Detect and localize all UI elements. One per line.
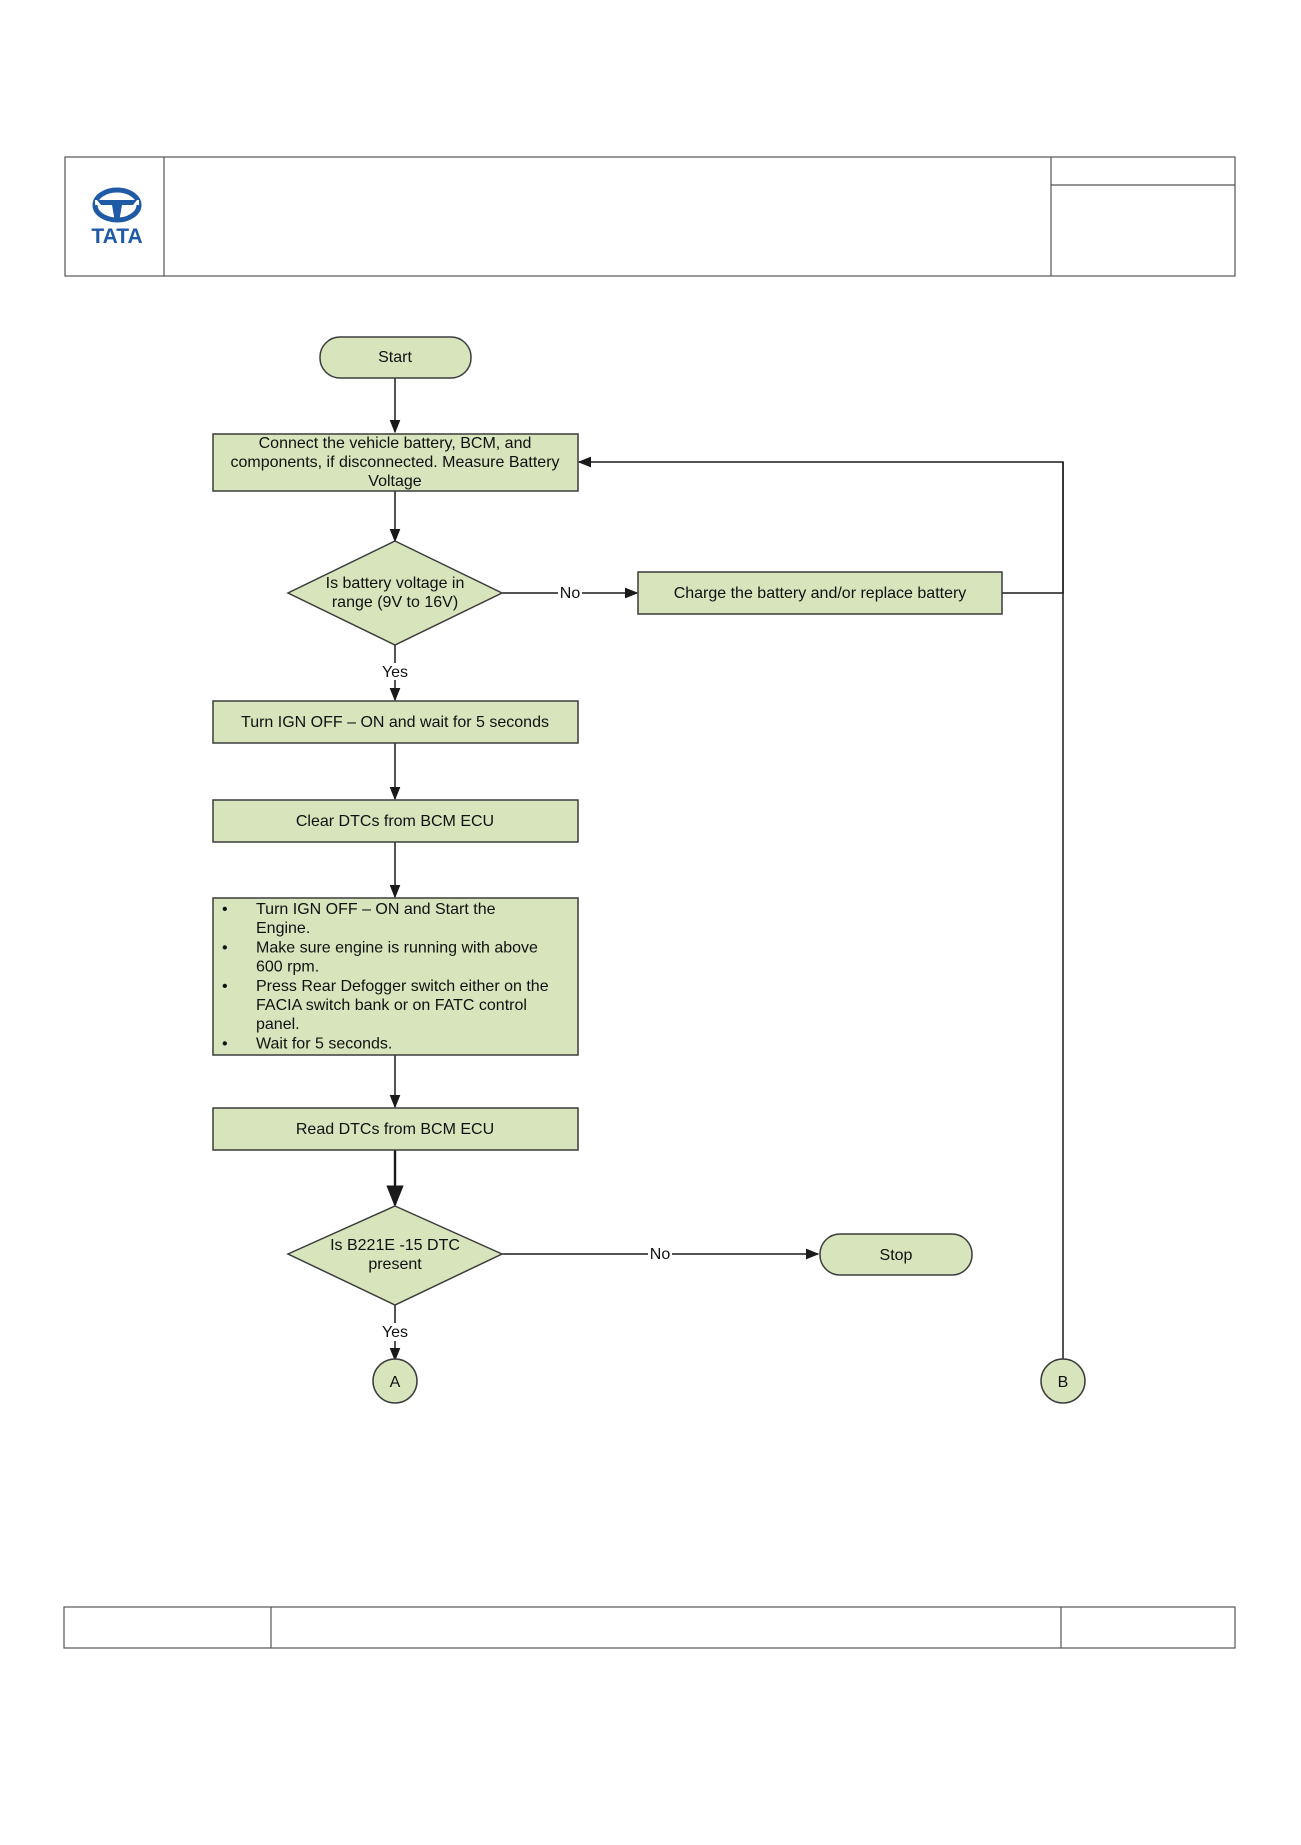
flow-lines: [386, 378, 1064, 1362]
bullet-marker: •: [222, 978, 228, 995]
ign-cycle-box: [212, 700, 579, 744]
connect-line-1: Connect the vehicle battery, BCM, and: [259, 435, 532, 452]
clear-dtc-box: [212, 799, 579, 843]
start-label: Start: [378, 349, 412, 366]
ign-cycle-label: Turn IGN OFF – ON and wait for 5 seconds: [241, 714, 549, 731]
start-terminator: [319, 336, 472, 379]
engine-step-line: Make sure engine is running with above: [256, 939, 538, 956]
voltage-no-label: No: [560, 585, 581, 602]
stop-terminator: [819, 1233, 973, 1276]
voltage-yes-label: Yes: [382, 664, 408, 681]
flow-shapes: [212, 336, 1086, 1404]
dtc-no-label: No: [650, 1246, 671, 1263]
connector-a-circle: [372, 1358, 418, 1404]
footer-border: [63, 1606, 1236, 1649]
stop-label: Stop: [880, 1247, 913, 1264]
connect-line-2: components, if disconnected. Measure Bat…: [230, 454, 559, 471]
engine-step-line: Turn IGN OFF – ON and Start the: [256, 901, 496, 918]
engine-step-line: 600 rpm.: [256, 959, 319, 976]
header-border: [64, 156, 1236, 277]
engine-step-line: Engine.: [256, 920, 310, 937]
engine-steps-box: [212, 897, 579, 1056]
tata-logo: TATA: [91, 187, 143, 248]
logo-wordmark: TATA: [91, 225, 142, 248]
bullet-marker: •: [222, 1035, 228, 1052]
bullet-marker: •: [222, 901, 228, 918]
read-dtc-box: [212, 1107, 579, 1151]
engine-step-line: Press Rear Defogger switch either on the: [256, 978, 549, 995]
engine-step-line: Wait for 5 seconds.: [256, 1035, 392, 1052]
read-dtc-label: Read DTCs from BCM ECU: [296, 1121, 494, 1138]
flow-labels: Start Connect the vehicle battery, BCM, …: [222, 349, 1068, 1391]
engine-step-line: FACIA switch bank or on FATC control: [256, 997, 527, 1014]
dtc-decision-diamond: [286, 1205, 504, 1306]
connector-b-circle: [1040, 1358, 1086, 1404]
connect-battery-box: [212, 433, 579, 492]
tata-logo-icon: [92, 187, 142, 223]
clear-dtc-label: Clear DTCs from BCM ECU: [296, 813, 494, 830]
dtc-yes-label: Yes: [382, 1324, 408, 1341]
footer-frame: [63, 1606, 1236, 1649]
connect-line-3: Voltage: [368, 473, 421, 490]
dtc-decision-line-1: Is B221E -15 DTC: [330, 1237, 460, 1254]
bullet-marker: •: [222, 939, 228, 956]
connector-a-label: A: [390, 1374, 401, 1391]
charge-battery-box: [637, 571, 1003, 615]
connector-b-label: B: [1058, 1374, 1069, 1391]
dtc-decision-line-2: present: [368, 1256, 422, 1273]
voltage-decision-line-1: Is battery voltage in: [326, 575, 465, 592]
voltage-decision-diamond: [286, 540, 504, 646]
header-frame: [64, 156, 1236, 277]
charge-battery-label: Charge the battery and/or replace batter…: [674, 585, 967, 602]
engine-step-line: panel.: [256, 1016, 300, 1033]
voltage-decision-line-2: range (9V to 16V): [332, 594, 458, 611]
